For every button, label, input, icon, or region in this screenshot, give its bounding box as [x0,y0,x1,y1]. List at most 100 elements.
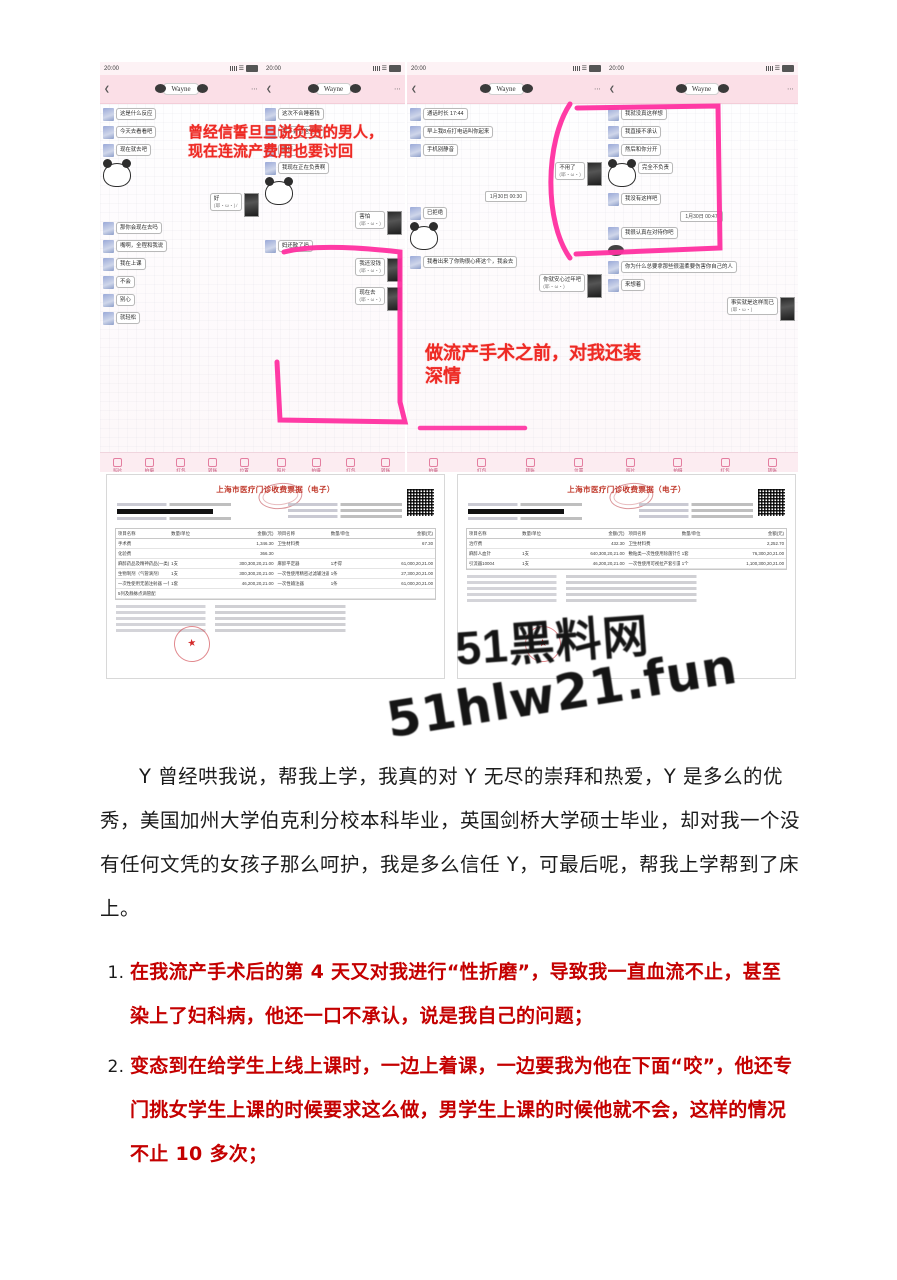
message-row: 那你会现在去吗 [103,222,259,235]
more-options-icon[interactable]: ⋯ [251,86,258,93]
more-options-icon[interactable]: ⋯ [787,86,794,93]
table-row: 5列及静脉点滴管配 [116,589,435,599]
cell: 1条 [330,570,338,576]
message-row: 通话时长 17:44 [410,108,602,121]
wifi-icon: ☰ [581,66,587,72]
message-bubble: 我还没钱(耶・ω・) [355,258,385,277]
camera-icon [144,457,154,467]
back-icon[interactable]: ❮ [609,86,615,93]
avatar [103,276,114,289]
message-bubble: 我在上课 [116,258,146,271]
more-options-icon[interactable]: ⋯ [594,86,601,93]
decor-ear-left-icon [675,84,687,93]
toolbar-item-camera[interactable]: 拍摄 [144,457,154,472]
transfer-icon [381,457,391,467]
toolbar-item-redpacket[interactable]: 红包 [720,457,730,472]
signal-icon [372,66,380,71]
avatar [608,144,619,157]
message-bubble: 删掉 [278,144,297,157]
cell: 1支 [171,560,179,566]
message-bubble: 已拒绝 [423,207,448,220]
toolbar-item-photo[interactable]: 照片 [277,457,286,472]
avatar [608,279,619,292]
message-row: 现在去(耶・ω・) [265,287,402,311]
back-icon[interactable]: ❮ [266,86,272,93]
toolbar-item-location[interactable]: 位置 [574,457,583,472]
back-icon[interactable]: ❮ [411,86,417,93]
message-row: 这是什么反应 [103,108,259,121]
wifi-icon: ☰ [238,66,244,72]
redpacket-icon [720,457,730,467]
cell: 61,000,20,21.00 [401,560,434,566]
contact-name: Wayne [163,83,199,95]
avatar [103,240,114,253]
message-bubble: 好(耶・ω・)ﾉ [209,193,242,212]
message-row: 我直接不承认 [608,126,795,139]
transfer-icon [525,457,535,467]
message-bubble: 我很认真在对待你吧 [621,227,678,240]
battery-icon [389,65,401,72]
message-row: 你就安心过年吧(耶・ω・) [410,274,602,298]
column-header: 项目名称 [277,530,296,536]
chat-message-list[interactable]: 这是什么反应 今天去看看吧 现在就去吧 好(耶・ω・)ﾉ 那你会现在去吗 嘴啊，… [100,104,262,452]
toolbar-item-transfer[interactable]: 转账 [381,457,391,472]
chat-toolbar[interactable]: 拍摄 红包 转账 位置 [407,452,605,472]
signal-icon [765,66,773,71]
avatar [410,207,421,220]
column-header: 数量/单位 [171,530,190,536]
cell: 一次性使用精密过滤输注器(避光)(20100700)-13 [277,570,329,576]
message-bubble: 现在就去吧 [116,144,151,157]
cell [329,549,382,558]
message-bubble: 我没有这样吧 [621,193,662,206]
accusation-list: 在我流产手术后的第 4 天又对我进行“性折磨”，导致我一直血流不止，甚至染上了妇… [100,950,800,1176]
toolbar-item-transfer[interactable]: 转账 [208,457,217,472]
toolbar-item-location[interactable]: 位置 [240,457,249,472]
receipt-footer [467,575,786,602]
toolbar-item-transfer[interactable]: 转账 [525,457,535,472]
chat-message-list[interactable]: 通话时长 17:44 早上我8点打电话叫你起来 手机别静音 不用了(耶・ω・) … [407,104,605,452]
chat-screenshot-panel-2: 20:00 ☰ ❮ Wayne ⋯ 这次不合睡着钱 我不会付这些钱 删掉 我现在… [262,62,405,472]
chat-toolbar[interactable]: 照片 拍摄 红包 转账 位置 [100,452,262,472]
table-row: 麻醉药品及精神药品(一类) 1支 300,300,20,21.00 麻醉平定器 … [116,559,435,569]
chat-message-list[interactable]: 这次不合睡着钱 我不会付这些钱 删掉 我现在正在负责啊 害怕(耶・ω・) 妈还散… [262,104,405,452]
column-header: 金额(元) [608,530,625,536]
toolbar-item-camera[interactable]: 拍摄 [429,457,438,472]
transfer-icon [767,457,777,467]
message-row: 我还没钱(耶・ω・) [265,258,402,282]
status-bar: 20:00 ☰ [262,62,405,75]
avatar [410,126,421,139]
message-row: 不会 [103,276,259,289]
message-row: 你为什么总要拿那些很温柔要伤害你自己的人 [608,261,795,274]
avatar [103,108,114,121]
toolbar-item-camera[interactable]: 拍摄 [673,457,682,472]
avatar [780,297,795,321]
toolbar-item-camera[interactable]: 拍摄 [312,457,321,472]
message-bubble: 我直接不承认 [621,126,662,139]
toolbar-item-redpacket[interactable]: 红包 [346,457,355,472]
message-emoticon: (耶・ω・) [359,267,381,273]
chat-toolbar[interactable]: 照片 拍摄 红包 转账 [262,452,405,472]
toolbar-item-transfer[interactable]: 转账 [767,457,777,472]
cell: 1,346.30 [256,540,274,546]
message-row: 这次不合睡着钱 [265,108,402,121]
wifi-icon: ☰ [381,66,387,72]
sticker-row [265,177,402,206]
status-bar: 20:00 ☰ [100,62,262,75]
cell: 敷贴类一次性使用除菌针包带口（10） [628,550,680,556]
column-header: 项目名称 [628,530,647,536]
message-row: 不用了(耶・ω・) [410,162,602,186]
chat-message-list[interactable]: 我就没真这样想 我直接不承认 然后和你分开 完全不负责 我没有这样吧 1月30日… [605,104,798,452]
toolbar-item-photo[interactable]: 照片 [113,457,122,472]
redpacket-icon [477,457,487,467]
message-bubble: 这次不合睡着钱 [278,108,324,121]
toolbar-item-redpacket[interactable]: 红包 [477,457,487,472]
message-row: 今天去看看吧 [103,126,259,139]
avatar [103,312,114,325]
column-header: 项目名称 [469,530,487,536]
toolbar-item-redpacket[interactable]: 红包 [176,457,186,472]
table-row: 化验费 366.30 [116,549,435,559]
chat-toolbar[interactable]: 照片 拍摄 红包 转账 [605,452,798,472]
toolbar-item-photo[interactable]: 照片 [626,457,635,472]
back-icon[interactable]: ❮ [104,86,110,93]
more-options-icon[interactable]: ⋯ [394,86,401,93]
